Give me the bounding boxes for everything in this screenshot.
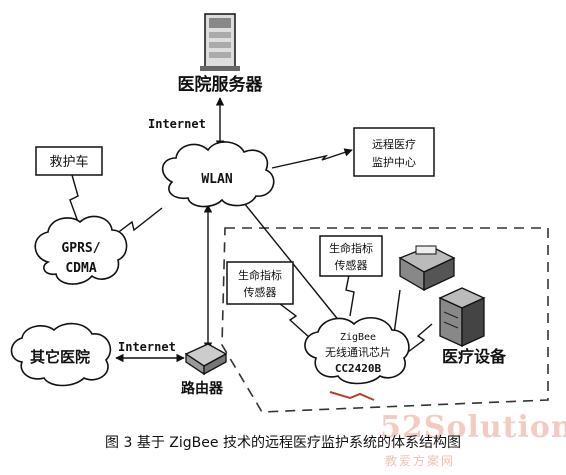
zigbee-cloud	[304, 317, 410, 385]
zigbee-label-1: ZigBee	[340, 332, 376, 343]
remote-center-box	[353, 127, 435, 177]
red-mark	[329, 391, 375, 401]
hospital-server-label: 医院服务器	[178, 74, 264, 95]
link-device-zigbee	[407, 323, 433, 353]
wlan-cloud	[161, 141, 275, 208]
wlan-label: WLAN	[201, 172, 232, 187]
other-hospital-cloud	[10, 322, 112, 387]
connection-lines	[69, 97, 433, 363]
printer-icon	[398, 245, 456, 292]
sensor-right-label-1: 生命指标	[329, 241, 373, 255]
zigbee-label-3: CC2420B	[335, 362, 382, 375]
watermark-sub: 教爱方案网	[385, 454, 456, 468]
link-wlan-remote-center	[271, 148, 353, 169]
medical-device-label: 医疗设备	[442, 347, 507, 366]
link-gprs-wlan	[107, 207, 163, 241]
other-hospital-label: 其它医院	[30, 348, 90, 366]
server-icon	[200, 13, 240, 71]
remote-center-label-2: 监护中心	[372, 155, 416, 169]
remote-center-label-1: 远程医疗	[372, 137, 416, 151]
ambulance-label: 救护车	[49, 154, 88, 170]
sensor-left-box	[226, 261, 294, 305]
sensor-left-label-2: 传感器	[244, 286, 277, 299]
gprs-label-2: CDMA	[65, 261, 96, 276]
link-ambulance-gprs	[69, 174, 79, 223]
ambulance-box	[35, 146, 103, 176]
internet-bottom-label: Internet	[118, 340, 176, 354]
watermark-brand: 52Solution	[380, 410, 566, 445]
gprs-label-1: GPRS/	[61, 241, 100, 256]
figure-caption: 图 3 基于 ZigBee 技术的远程医疗监护系统的体系结构图	[105, 435, 461, 451]
sensor-left-label-1: 生命指标	[238, 268, 282, 282]
link-wlan-zigbee	[239, 197, 341, 323]
link-sensor-left-zigbee	[279, 303, 311, 339]
gprs-cloud	[34, 215, 128, 285]
sensor-right-label-2: 传感器	[335, 259, 368, 272]
internet-top-label: Internet	[148, 117, 206, 131]
sensor-right-box	[319, 235, 383, 277]
medical-device-icon	[438, 287, 486, 348]
router-label: 路由器	[181, 380, 224, 397]
link-sensor-right-zigbee	[345, 269, 355, 317]
monitoring-zone-boundary	[221, 227, 549, 413]
router-icon	[184, 343, 228, 376]
zigbee-label-2: 无线通讯芯片	[325, 345, 391, 359]
link-printer-zigbee	[393, 289, 401, 335]
